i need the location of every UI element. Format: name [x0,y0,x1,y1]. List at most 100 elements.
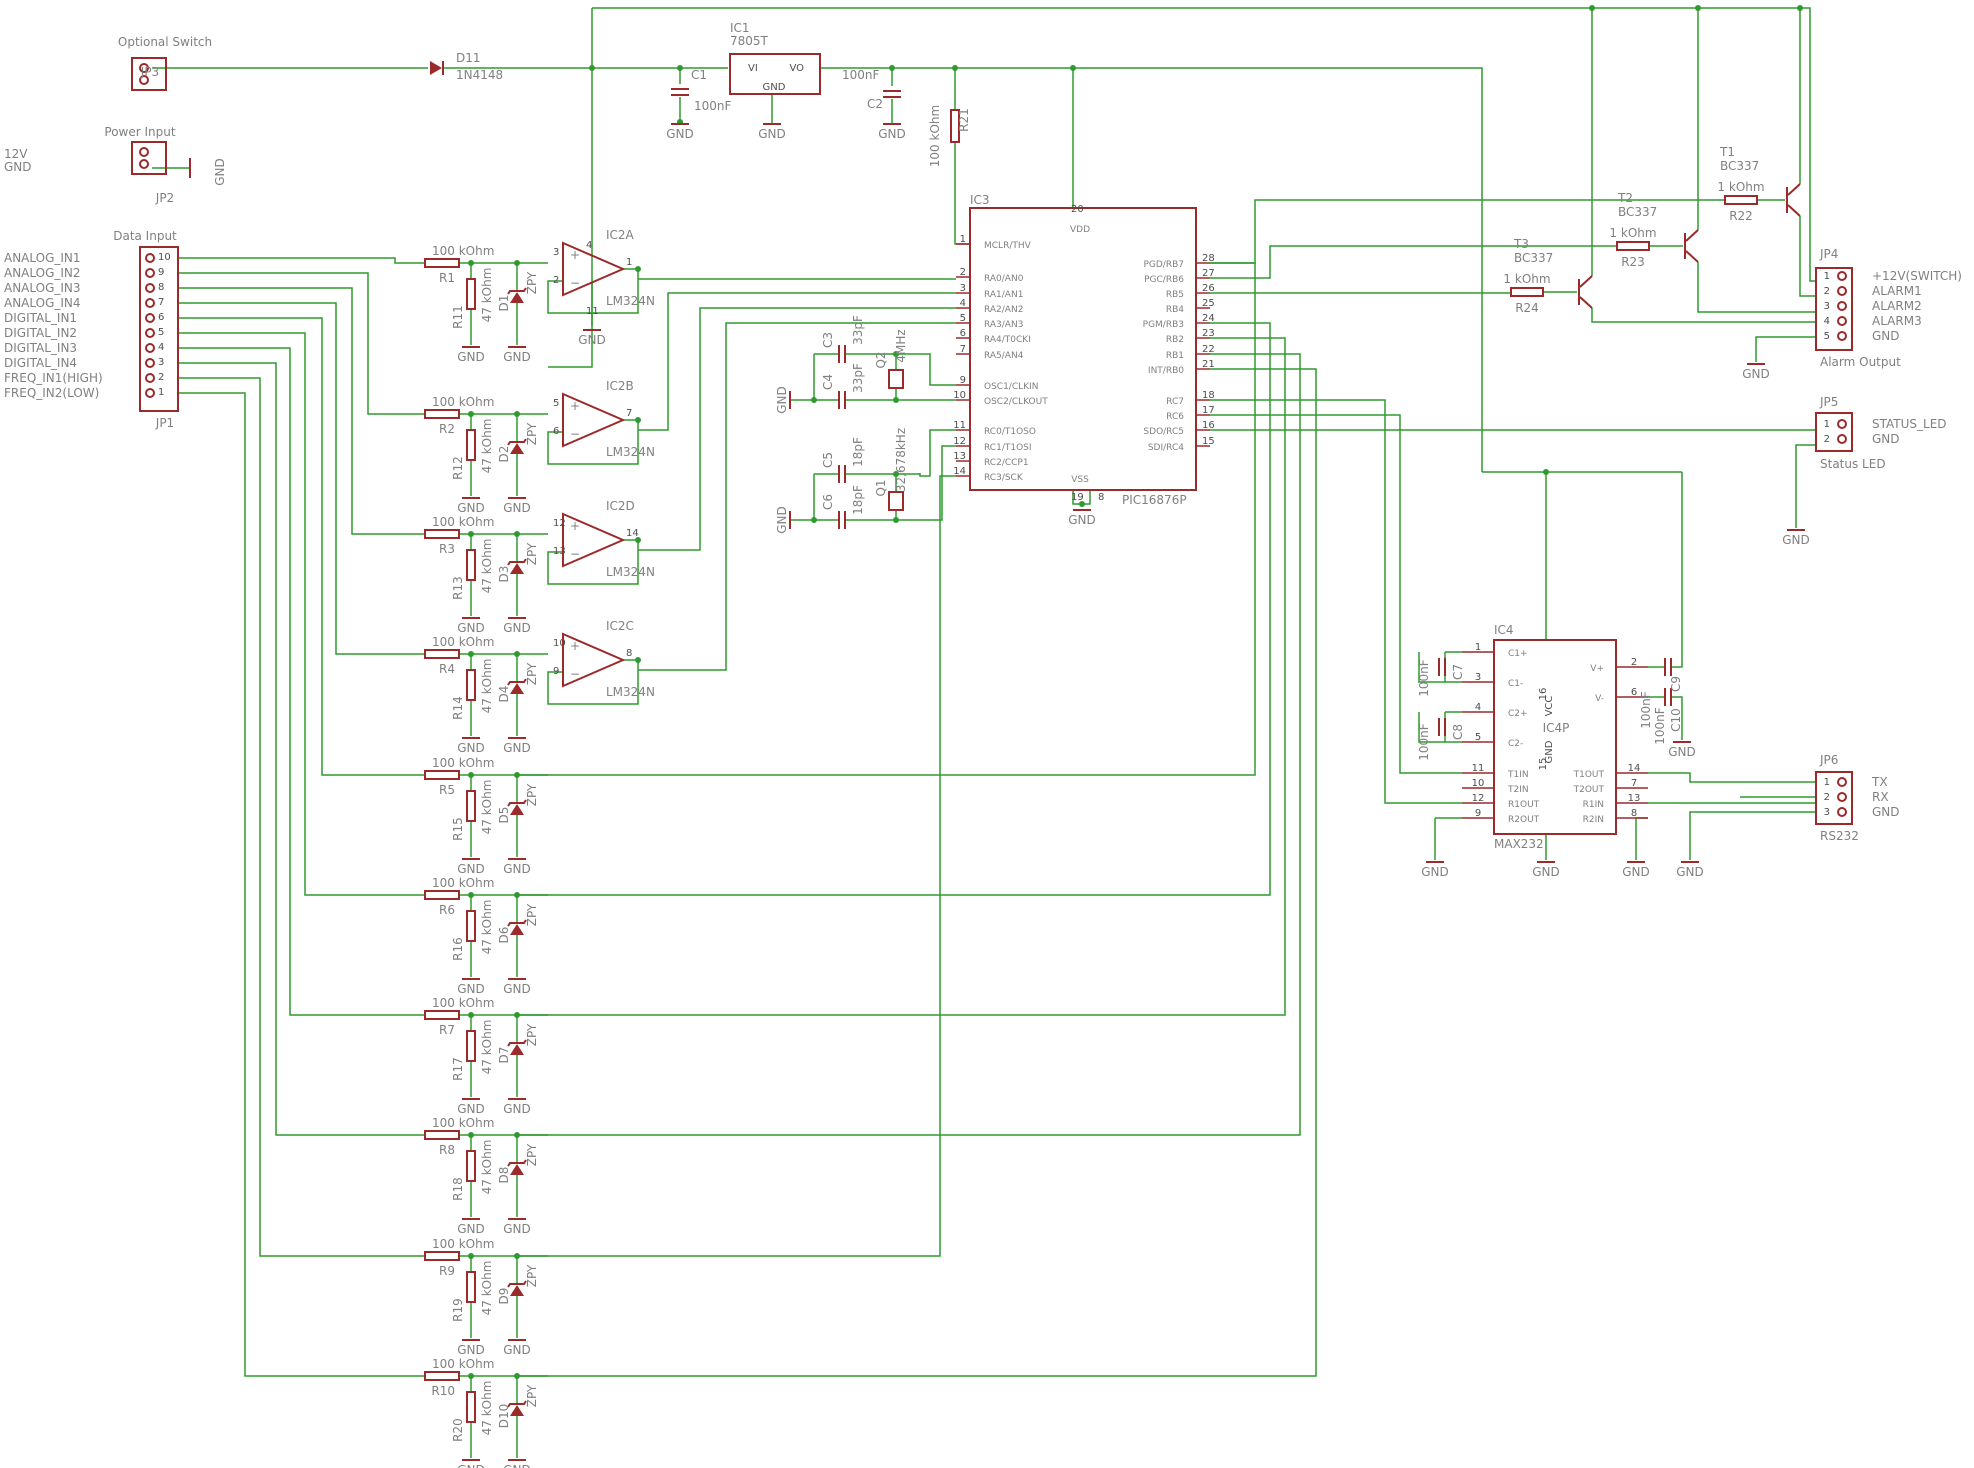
c7-ref: C7 [1451,664,1465,680]
mcu-pin-name: SDI/RC4 [1148,443,1184,453]
zener-ref: D7 [497,1047,511,1064]
header-pin [1837,301,1847,311]
mcu-pin-number: 15 [1202,436,1215,447]
zener-value: ZPY [525,1023,539,1046]
opamp-gnd-pin: 11 [586,306,599,317]
osc-ground-label: GND [775,506,789,534]
max232-pin-number: 14 [1628,763,1641,774]
diode-d11 [430,61,442,75]
max232-pin-name: T2OUT [1573,785,1605,795]
plus-sign: + [570,639,580,653]
ic1-val: 7805T [730,34,769,48]
opamp-ref: IC2C [606,619,634,633]
header-pin [1837,331,1847,341]
max232-pin-number: 3 [1475,672,1481,683]
zener-bar [507,287,527,295]
input-label: DIGITAL_IN3 [4,341,77,355]
ground-label: GND [457,501,485,515]
base-resistor-ref: R23 [1621,255,1645,269]
opamp-ic2c [562,632,626,688]
mcu-pin-name: RB2 [1166,335,1184,345]
opamp-pin: 14 [626,528,639,539]
wire [517,353,1301,1136]
jp6-ref: JP6 [1819,753,1838,767]
max232-pin-number: 13 [1628,793,1641,804]
wire [1671,472,1683,668]
input-resistor-value: 100 kOhm [432,1357,494,1371]
opamp-pin: 13 [553,546,566,557]
opamp-ic2a [562,241,626,297]
jp4-ref: JP4 [1819,247,1838,261]
base-resistor-value: 1 kOhm [1609,226,1656,240]
mcu-pin-name: RC0/T1OSO [984,427,1036,437]
pulldown-value: 47 kOhm [480,780,494,835]
input-resistor-ref: R6 [439,903,455,917]
pulldown-resistor [466,1391,476,1423]
jp5-label: GND [1872,432,1900,446]
ground-label: GND [503,982,531,996]
base-resistor-value: 1 kOhm [1503,272,1550,286]
pulldown-value: 47 kOhm [480,419,494,474]
wire [178,257,425,264]
header-pin [145,388,155,398]
opamp-pin: 2 [553,275,559,286]
transistor-val: BC337 [1514,251,1553,265]
ground-label: GND [503,350,531,364]
input-resistor [424,409,460,419]
input-label: DIGITAL_IN1 [4,311,77,325]
ground-label: GND [1782,533,1810,547]
ground-label: GND [457,1102,485,1116]
jp2-power-input [131,141,167,175]
max232-pin-number: 10 [1472,778,1485,789]
pulldown-value: 47 kOhm [480,1020,494,1075]
mcu-pin-name: RA0/AN0 [984,274,1024,284]
ground-label: GND [457,350,485,364]
pulldown-ref: R18 [451,1177,465,1201]
zener-bar [507,919,527,927]
crystal-q1 [888,491,904,511]
jp5-ref: JP5 [1819,395,1838,409]
ground-label: GND [457,1222,485,1236]
opamp-pin: 12 [553,518,566,529]
input-resistor [424,890,460,900]
max232-pin-name: C1- [1508,679,1523,689]
max232-pin-name: R1OUT [1508,800,1540,810]
zener-diode [510,1285,524,1296]
ground-label: GND [1068,513,1096,527]
junction-dot [1797,5,1803,11]
zener-diode [510,804,524,815]
c1-ref: C1 [691,68,707,82]
jp4-label: ALARM1 [1872,284,1922,298]
wire [1697,262,1816,313]
max232-pin-name: T1IN [1507,770,1529,780]
input-resistor [424,1251,460,1261]
wire [178,392,425,1377]
mcu-pin-number: 14 [953,466,966,477]
q2-ref: Q2 [874,351,888,368]
mcu-pin-number: 18 [1202,390,1215,401]
mcu-pin-number: 16 [1202,420,1215,431]
jp4-alarm-output [1815,267,1853,351]
pulldown-value: 47 kOhm [480,268,494,323]
opamp-val: LM324N [606,565,655,579]
input-label: DIGITAL_IN4 [4,356,77,370]
input-resistor-value: 100 kOhm [432,756,494,770]
transistor-emitter [1685,250,1699,263]
input-resistor-value: 100 kOhm [432,1237,494,1251]
zener-ref: D9 [497,1288,511,1305]
wire [1809,20,1816,282]
mcu-pin-number: 21 [1202,359,1215,370]
max232-center: IC4P [1543,721,1570,735]
pulldown-value: 47 kOhm [480,1381,494,1436]
transistor-emitter [1787,204,1801,217]
osc-ground-label: GND [775,386,789,414]
jp1-pin-number: 2 [158,372,164,383]
jp4-pin-number: 2 [1824,286,1830,297]
wire [517,475,956,1257]
max232-pin-number: 1 [1475,642,1481,653]
pulldown-resistor [466,669,476,701]
mcu-pin-number: 2 [960,267,966,278]
pulldown-ref: R17 [451,1057,465,1081]
mcu-pin-name: RC6 [1166,412,1184,422]
